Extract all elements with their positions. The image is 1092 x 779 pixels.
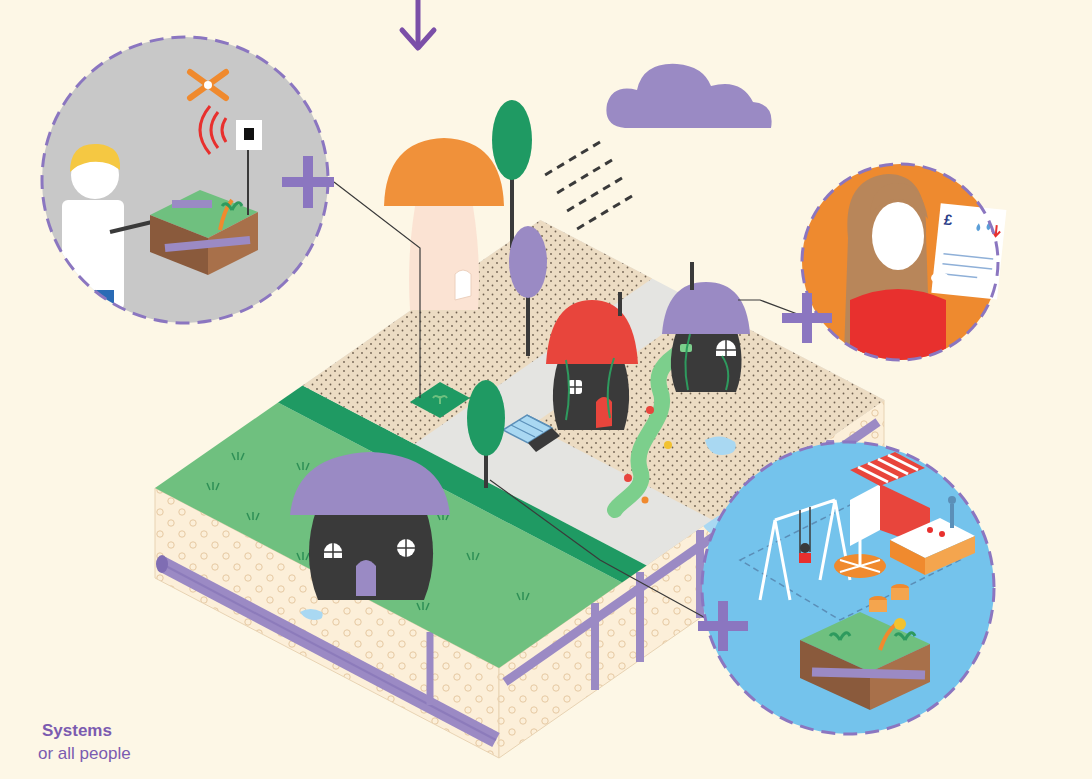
callout-bill [782,164,1006,380]
downpipe [427,632,434,705]
climbing-plant [566,358,614,420]
person-hair [70,144,120,172]
plus-sign [282,156,334,208]
entry-arrow [402,0,434,48]
callout-circle [702,442,994,734]
tree-crown [509,226,547,298]
caption-text: or all people [38,745,131,764]
plus-sign [782,293,832,343]
grass-tufts [207,452,529,610]
person-face [872,202,924,270]
tree-crown [467,380,505,456]
signal-waves [200,106,226,154]
mini-plant [222,203,242,210]
person-fringe [870,183,928,219]
window [568,380,582,394]
arrow-shaft [416,0,421,44]
window-frame [397,539,415,557]
child-body [799,553,811,563]
door [455,270,471,300]
rain-cloud [540,64,772,232]
person-shirt [850,289,946,380]
rain [540,142,632,232]
arrow-head [402,30,434,48]
window [716,340,736,356]
child [800,543,810,553]
person-body [62,200,124,310]
house-roof [662,282,750,334]
bill-line [942,264,992,269]
person-legs [72,290,114,330]
hand [931,272,949,284]
window-frame [568,380,582,394]
mushroom-houses [290,138,750,600]
window-frame [716,340,736,356]
road-drain [503,415,560,452]
stools [869,584,909,612]
window [397,539,415,557]
downpipe [636,572,644,662]
pipe-end [156,555,168,573]
chimney [618,292,622,316]
swing [760,500,850,600]
tree-trunk [526,290,530,356]
house-roof [546,300,638,364]
remote-control [110,222,152,232]
roundabout-pole [859,540,862,566]
stall-table [890,496,975,575]
downpipe [591,603,599,690]
seedling [433,396,447,404]
mini-bench [172,200,212,208]
rain-garden-pond [705,436,736,455]
tree-trunk [510,170,514,248]
callout-monitoring [42,37,334,330]
house-roof [290,452,450,515]
green-roof-patch [410,382,470,418]
plus-sign [698,601,748,651]
window [324,543,342,558]
cloud [606,64,771,128]
mini-pipe [165,240,250,248]
sensor-pole [247,150,249,215]
swing-rope [809,507,811,552]
callout-border [802,164,998,360]
bill-line [943,254,993,259]
tree-crown [492,100,532,180]
puddle [300,609,323,620]
house-roof [384,138,504,206]
roundabout-bars [840,560,880,572]
chimney [690,262,694,290]
sensor-marker [244,128,254,140]
window-frame [324,543,342,558]
caption-text: Systems [42,722,112,741]
door [356,560,376,596]
climbing-plant [685,334,728,390]
sensor-board [236,120,262,150]
mini-plot [800,612,930,710]
currency-symbol: £ [943,212,953,229]
drone [190,72,226,98]
callout-border [702,442,994,734]
callout-public-space [698,442,994,734]
drone-hub [204,81,212,89]
